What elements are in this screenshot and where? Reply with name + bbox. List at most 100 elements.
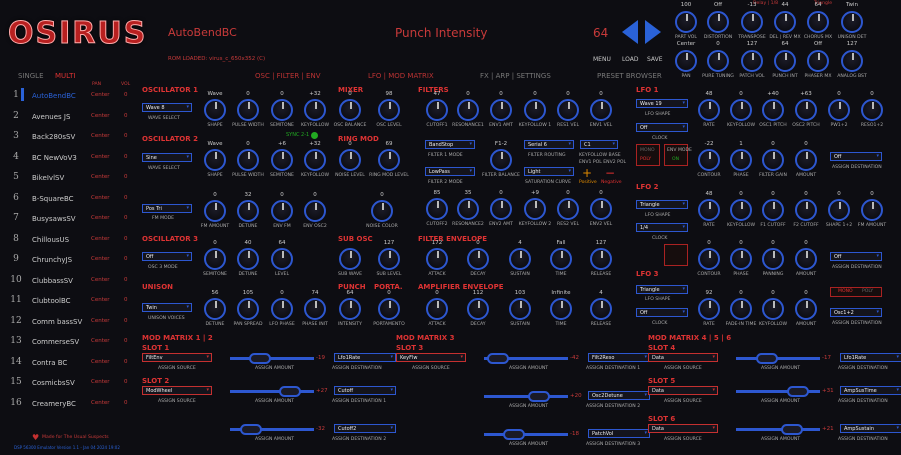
filter-resonance1-knob[interactable]	[457, 99, 479, 121]
lfo2-rate-knob[interactable]	[698, 199, 720, 221]
lfo1-amount-knob[interactable]	[795, 149, 817, 171]
aenv-decay-knob[interactable]	[467, 298, 489, 320]
fm-fm-amount-knob[interactable]	[204, 200, 226, 222]
part-vol[interactable]: 0	[124, 379, 128, 385]
part-name[interactable]: Back280sSV	[32, 133, 76, 141]
next-preset-arrow-icon[interactable]	[645, 20, 661, 44]
lfo2-clock-dropdown[interactable]: 1/4	[636, 223, 688, 232]
lfo3-mono-poly-button[interactable]	[830, 287, 882, 297]
assign-source-dropdown[interactable]: ModWheel	[142, 386, 212, 395]
part-pan[interactable]: Center	[91, 92, 110, 98]
osc1-pulse-width-knob[interactable]	[237, 99, 259, 121]
part-name[interactable]: Avenues JS	[32, 112, 71, 121]
lfo3-keyfollow-knob[interactable]	[762, 298, 784, 320]
part-name[interactable]: ChrunchyJS	[32, 256, 73, 264]
osc2-shape-knob[interactable]	[204, 149, 226, 171]
part-number[interactable]: 13	[10, 336, 22, 346]
unison-detune-knob[interactable]	[204, 298, 226, 320]
filter-cutoff1-knob[interactable]	[426, 99, 448, 121]
assign-amount-slider[interactable]	[736, 390, 820, 393]
assign-destination-dropdown[interactable]: PatchVol	[588, 429, 650, 438]
lfo2-amount-knob[interactable]	[795, 248, 817, 270]
filter2-env2-vel-knob[interactable]	[590, 198, 612, 220]
part-name[interactable]: ClubtoolBC	[32, 297, 71, 305]
lfo1-mono-poly-button[interactable]	[636, 144, 660, 166]
osc1-semitone-knob[interactable]	[271, 99, 293, 121]
subosc-sub-wave-knob[interactable]	[339, 248, 361, 270]
part-number[interactable]: 4	[13, 151, 19, 162]
part-pan[interactable]: Center	[91, 399, 110, 406]
tab-lfo-mod-matrix[interactable]: LFO | MOD MATRIX	[368, 72, 434, 80]
part-pan[interactable]: Center	[91, 338, 110, 344]
lfo3-fade-in-time-knob[interactable]	[730, 298, 752, 320]
top-knob[interactable]	[807, 11, 829, 33]
lfo2-contour-knob[interactable]	[698, 248, 720, 270]
part-number[interactable]: 12	[10, 315, 22, 326]
part-number[interactable]: 5	[13, 172, 19, 182]
lfo2-keyfollow-knob[interactable]	[730, 199, 752, 221]
lfo1-env-mode-button[interactable]	[664, 144, 688, 166]
assign-amount-slider[interactable]	[484, 433, 568, 436]
part-number[interactable]: 8	[13, 233, 19, 244]
part-name[interactable]: BusysawsSV	[32, 215, 76, 223]
lfo3-amount-knob[interactable]	[795, 298, 817, 320]
assign-amount-slider[interactable]	[736, 357, 820, 360]
part-pan[interactable]: Center	[91, 112, 110, 119]
assign-amount-thumb[interactable]	[503, 429, 526, 440]
aenv-sustain-knob[interactable]	[509, 298, 531, 320]
lfo1-osc1-pitch-knob[interactable]	[762, 99, 784, 121]
top-knob[interactable]	[774, 11, 796, 33]
part-name[interactable]: ClubbassSV	[32, 276, 73, 285]
filter2-cutoff2-knob[interactable]	[426, 198, 448, 220]
part-pan[interactable]: Center	[91, 317, 110, 324]
osc2-pulse-width-knob[interactable]	[237, 149, 259, 171]
top-knob[interactable]	[675, 50, 697, 72]
tab-single[interactable]: SINGLE	[18, 72, 44, 80]
ringmod-ring-mod-level-knob[interactable]	[378, 149, 400, 171]
top-knob[interactable]	[841, 11, 863, 33]
lfo2-shape-1-2-knob[interactable]	[828, 199, 850, 221]
lfo1-filter-gain-knob[interactable]	[762, 149, 784, 171]
lfo2-shape-dropdown[interactable]: Triangle	[636, 200, 688, 209]
assign-destination-dropdown[interactable]: Lfo1Rate	[334, 353, 396, 362]
part-number[interactable]: 6	[13, 192, 19, 203]
filter-res1-vel-knob[interactable]	[557, 99, 579, 121]
lfo1-reso1-2-knob[interactable]	[861, 99, 883, 121]
assign-amount-thumb[interactable]	[787, 386, 810, 397]
assign-amount-slider[interactable]	[230, 357, 314, 360]
assign-amount-slider[interactable]	[230, 428, 314, 431]
part-vol[interactable]: 0	[124, 297, 128, 303]
top-knob[interactable]	[707, 11, 729, 33]
sync-led[interactable]	[311, 132, 318, 139]
assign-destination-dropdown[interactable]: Lfo1Rate	[840, 353, 901, 362]
lfo1-keyfollow-knob[interactable]	[730, 99, 752, 121]
fenv-time-knob[interactable]	[550, 248, 572, 270]
part-name[interactable]: Contra BC	[32, 358, 68, 367]
part-vol[interactable]: 0	[124, 92, 128, 98]
assign-amount-thumb[interactable]	[240, 424, 262, 435]
part-pan[interactable]: Center	[91, 174, 110, 180]
part-number[interactable]: 1	[13, 90, 19, 100]
part-vol[interactable]: 0	[124, 235, 128, 242]
osc1-shape-knob[interactable]	[204, 99, 226, 121]
osc2-semitone-knob[interactable]	[271, 149, 293, 171]
part-vol[interactable]: 0	[124, 317, 128, 324]
part-pan[interactable]: Center	[91, 153, 110, 160]
part-number[interactable]: 7	[13, 213, 19, 223]
assign-amount-slider[interactable]	[736, 428, 820, 431]
part-name[interactable]: BikeIvlSV	[32, 174, 65, 182]
part-name[interactable]: AutoBendBC	[32, 92, 76, 100]
fenv-decay-knob[interactable]	[467, 248, 489, 270]
lfo2-f2-cutoff-knob[interactable]	[795, 199, 817, 221]
lfo2-panning-knob[interactable]	[762, 248, 784, 270]
part-number[interactable]: 3	[13, 131, 19, 141]
unison-pan-spread-knob[interactable]	[237, 298, 259, 320]
part-vol[interactable]: 0	[124, 338, 128, 344]
ringmod-noise-level-knob[interactable]	[339, 149, 361, 171]
part-pan[interactable]: Center	[91, 235, 110, 242]
top-knob[interactable]	[774, 50, 796, 72]
assign-amount-thumb[interactable]	[755, 353, 778, 364]
plus-icon[interactable]: +	[582, 166, 593, 180]
assign-destination-dropdown[interactable]: Filt2Reso	[588, 353, 650, 362]
part-pan[interactable]: Center	[91, 379, 110, 385]
